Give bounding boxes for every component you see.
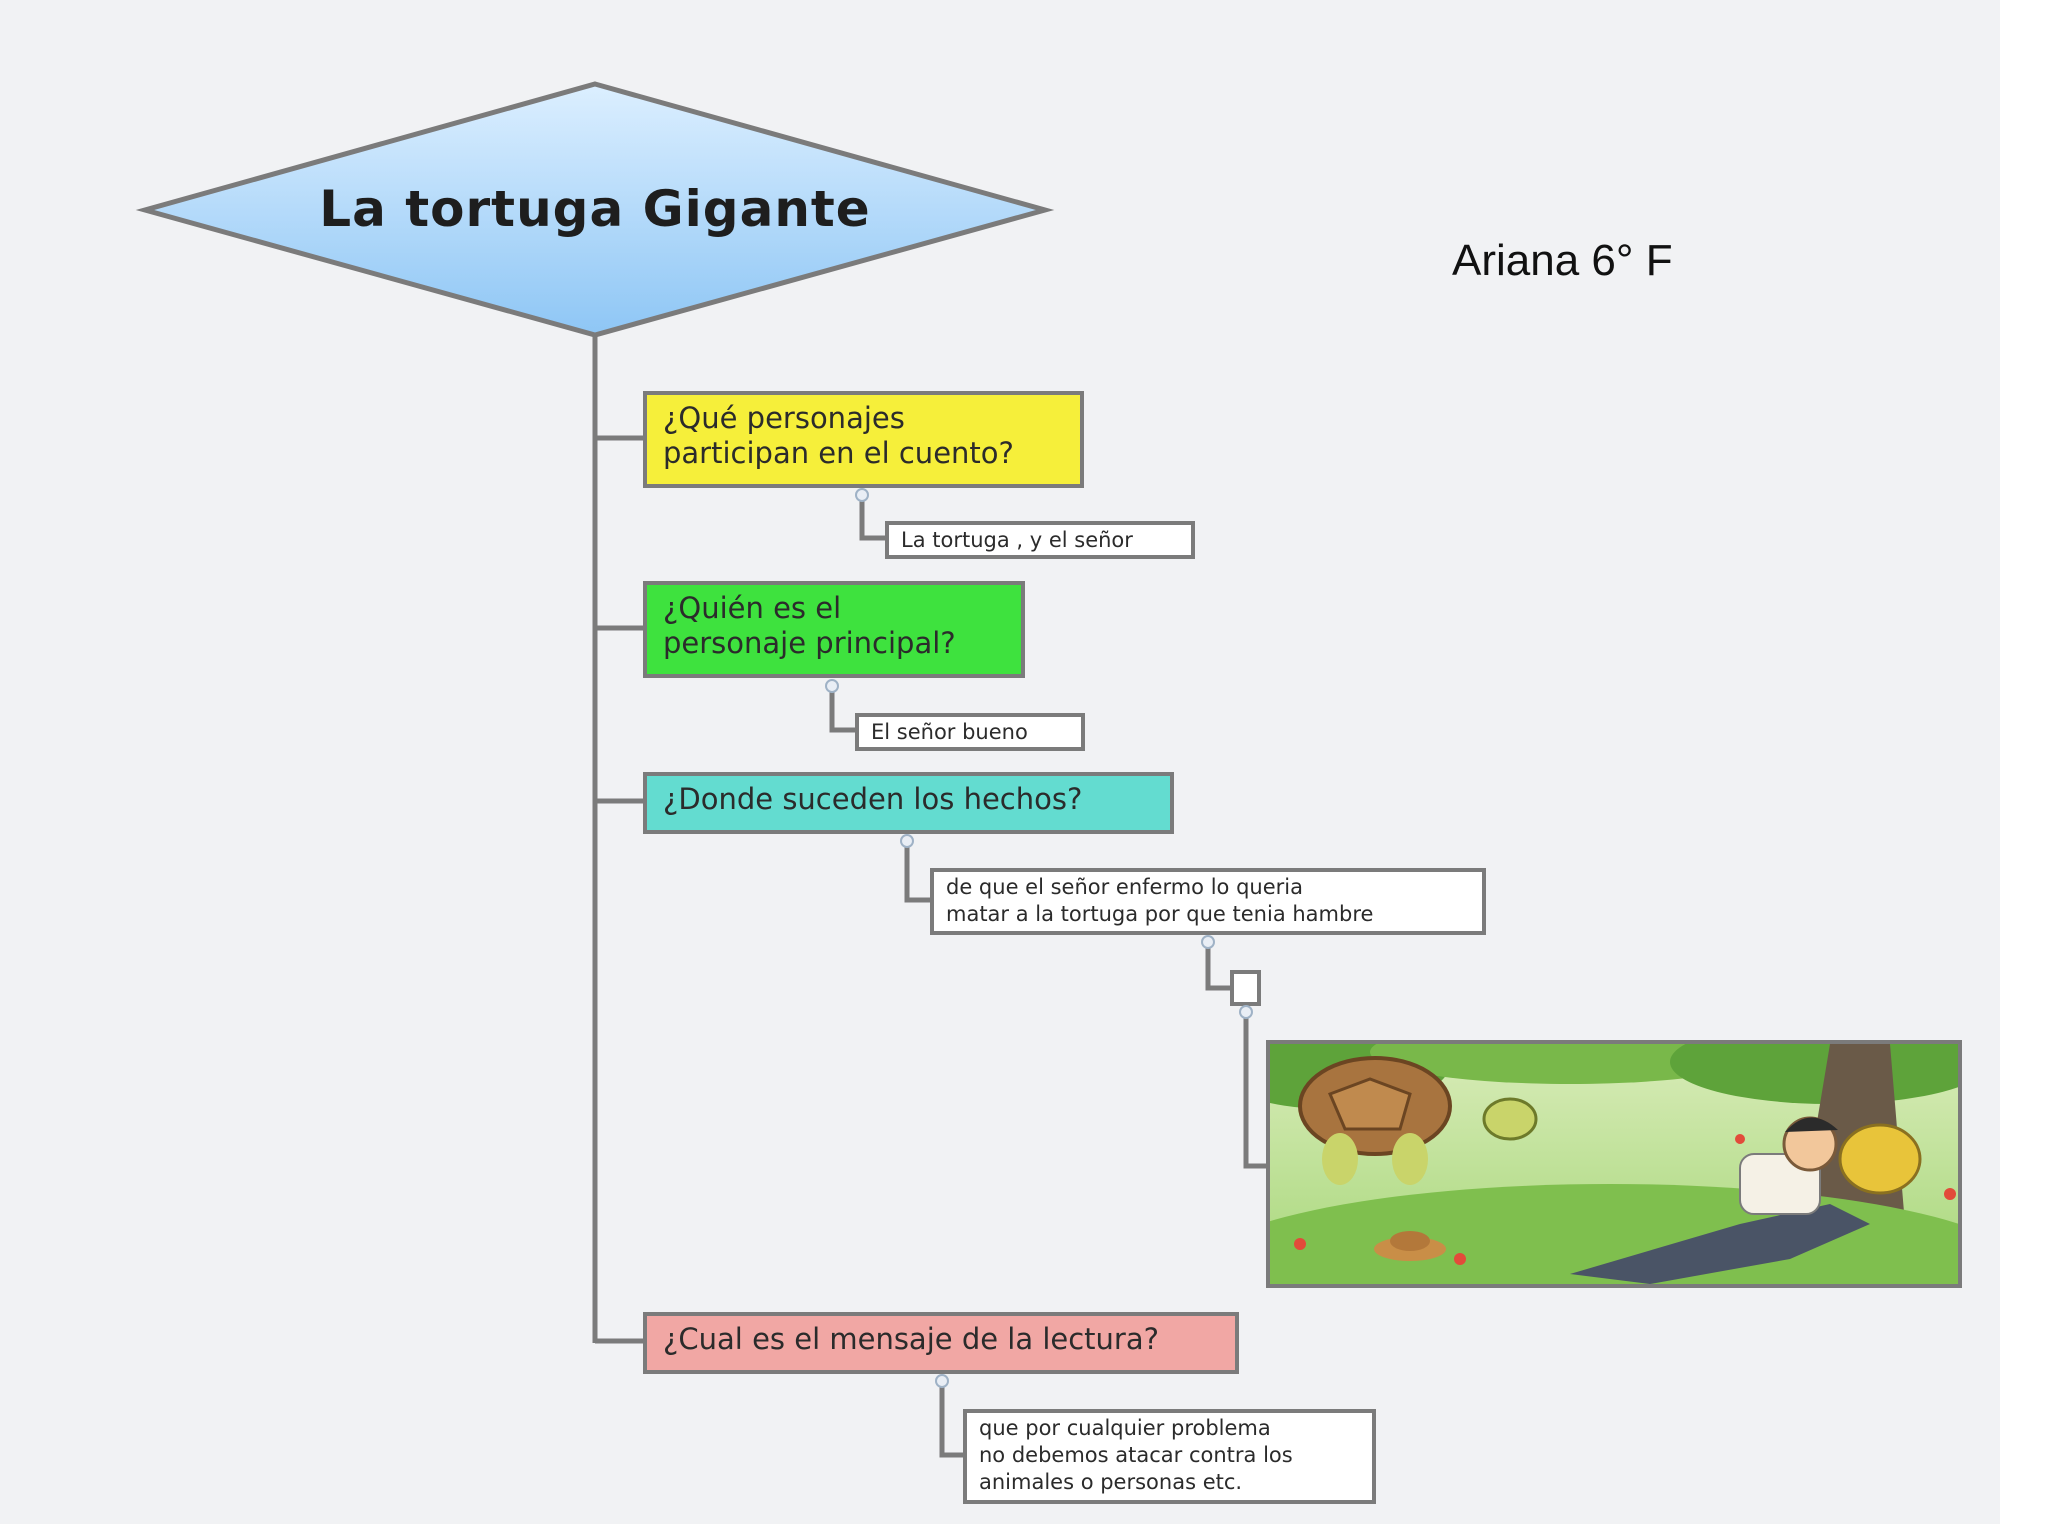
collapse-toggle-3b[interactable]	[1201, 935, 1215, 949]
topic-main-character[interactable]: ¿Quién es el personaje principal?	[643, 581, 1025, 678]
collapse-toggle-3[interactable]	[900, 834, 914, 848]
title-diamond	[135, 81, 1055, 338]
topic-characters[interactable]: ¿Qué personajes participan en el cuento?	[643, 391, 1084, 488]
answer-setting[interactable]: de que el señor enfermo lo queria matar …	[930, 868, 1486, 935]
collapse-toggle-3c[interactable]	[1239, 1005, 1253, 1019]
collapse-toggle-2[interactable]	[825, 679, 839, 693]
answer-message[interactable]: que por cualquier problema no debemos at…	[963, 1409, 1376, 1504]
story-illustration	[1266, 1040, 1962, 1288]
empty-node	[1230, 970, 1261, 1006]
collapse-toggle-1[interactable]	[855, 488, 869, 502]
collapse-toggle-4[interactable]	[935, 1374, 949, 1388]
turtle-and-man-illustration	[1270, 1044, 1958, 1284]
author-label: Ariana 6° F	[1452, 236, 1673, 285]
page-title: La tortuga Gigante	[319, 180, 871, 238]
topic-message[interactable]: ¿Cual es el mensaje de la lectura?	[643, 1312, 1239, 1374]
topic-setting[interactable]: ¿Donde suceden los hechos?	[643, 772, 1174, 834]
answer-main-character[interactable]: El señor bueno	[855, 713, 1085, 751]
answer-characters[interactable]: La tortuga , y el señor	[885, 521, 1195, 559]
